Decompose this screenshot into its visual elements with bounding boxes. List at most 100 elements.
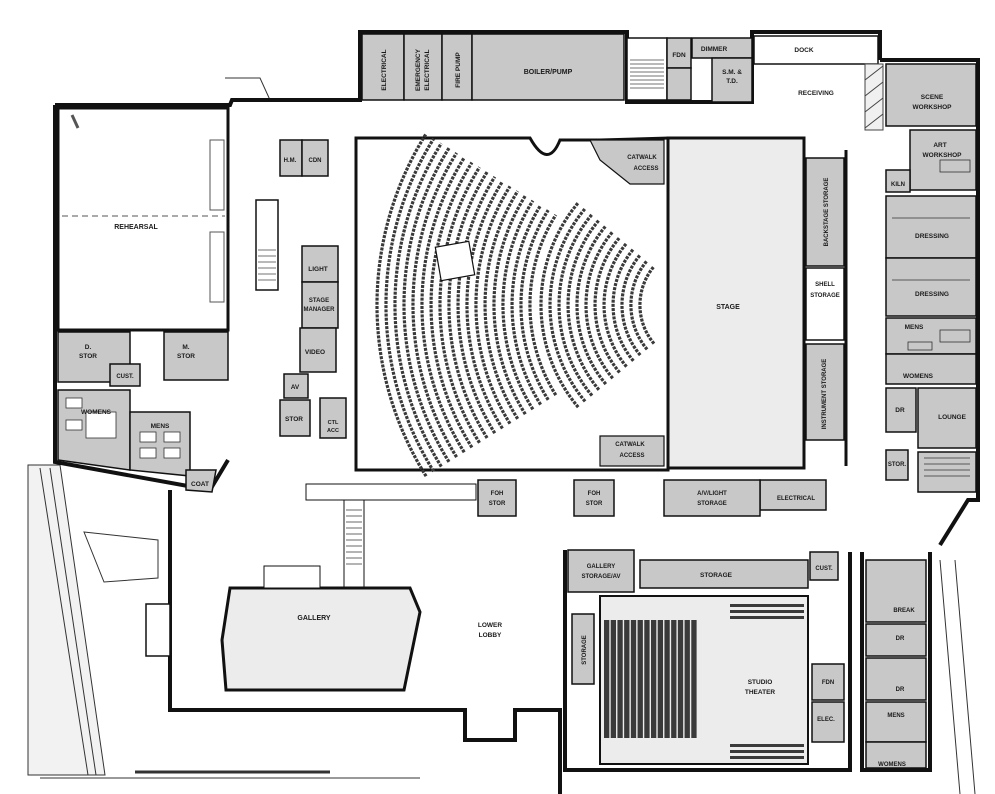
lobby-area — [145, 483, 477, 692]
seat-row — [447, 171, 489, 439]
label-electrical-top: ELECTRICAL — [381, 49, 388, 90]
lounge-room — [917, 387, 977, 449]
stage-manager-room — [301, 281, 339, 329]
stair-treads-left — [258, 249, 276, 281]
studio-seat-row — [730, 610, 804, 613]
stage — [666, 136, 806, 470]
room-labels: ELECTRICAL EMERGENCY ELECTRICAL FIRE PUM… — [79, 46, 967, 768]
seat-row — [510, 204, 542, 406]
label-gallery: GALLERY — [297, 615, 331, 622]
studio-seat-row — [657, 620, 664, 738]
label-dr-right: DR — [895, 407, 905, 414]
label-shell-storage-2: STORAGE — [810, 293, 840, 299]
foh-stor-room-1 — [477, 479, 517, 517]
label-cust-left: CUST. — [116, 374, 134, 380]
studio-seat-row — [651, 620, 657, 738]
fire-pump-room — [441, 33, 473, 101]
seat-row — [611, 248, 635, 362]
gallery-stair — [263, 565, 321, 589]
label-lounge: LOUNGE — [938, 414, 966, 421]
elec-room — [811, 701, 845, 743]
label-stage: STAGE — [716, 304, 740, 311]
label-scene-workshop-2: WORKSHOP — [913, 104, 953, 111]
control-rooms — [255, 139, 347, 439]
seat-row — [465, 180, 504, 430]
studio-seat-row — [684, 620, 690, 738]
sm-td-room — [711, 57, 753, 103]
label-d-stor-1: D. — [85, 344, 92, 351]
seat-row — [519, 209, 550, 401]
label-foh-stor-2-a: FOH — [588, 491, 601, 497]
label-catwalk-access-top-2: ACCESS — [633, 166, 658, 172]
left-wing-rooms — [56, 106, 230, 493]
label-mens-right: MENS — [905, 324, 924, 331]
lobby-stair — [343, 499, 365, 589]
label-receiving: RECEIVING — [798, 90, 834, 97]
womens-room-right — [885, 353, 977, 385]
label-dr-bottom-2: DR — [896, 687, 905, 693]
seat-row — [575, 224, 608, 386]
label-lower-lobby-2: LOBBY — [479, 632, 502, 639]
stair-treads-top — [630, 59, 664, 89]
label-fdn-top: FDN — [672, 52, 686, 59]
cust-room-left — [109, 363, 141, 387]
label-mens-left: MENS — [151, 423, 170, 430]
light-room — [301, 245, 339, 283]
mens-room-left — [129, 411, 191, 477]
studio-seat-row — [630, 620, 637, 738]
label-art-workshop-1: ART — [933, 142, 946, 149]
electrical-room-bottom — [759, 479, 827, 511]
stage-area — [477, 136, 848, 517]
kiln-room — [885, 169, 911, 193]
label-kiln: KILN — [891, 182, 905, 188]
label-catwalk-access-bottom-1: CATWALK — [615, 442, 645, 448]
fdn-room-bottom — [811, 663, 845, 701]
fdn-room-top — [666, 37, 692, 69]
studio-seat-row — [691, 620, 697, 738]
dr-room-bottom-1 — [865, 623, 927, 657]
cdn-room — [301, 139, 329, 177]
cust-room-right — [809, 551, 839, 581]
foh-stor-room-2 — [573, 479, 615, 517]
seat-row — [501, 199, 535, 411]
label-emergency-electrical-2: ELECTRICAL — [424, 49, 431, 90]
catwalk-access-top — [589, 139, 665, 185]
label-instrument-storage: INSTRUMENT STORAGE — [822, 359, 828, 430]
label-boiler-pump: BOILER/PUMP — [524, 69, 573, 76]
top-service-rooms — [361, 33, 879, 103]
instrument-storage — [805, 343, 845, 441]
label-foh-stor-1-b: STOR — [489, 501, 506, 507]
stair-right — [917, 451, 977, 493]
shell-storage — [805, 267, 845, 341]
label-light: LIGHT — [308, 266, 328, 273]
label-electrical-bottom: ELECTRICAL — [777, 496, 815, 502]
electrical-room-top — [361, 33, 405, 101]
label-rehearsal: REHEARSAL — [114, 224, 158, 231]
label-storage-vertical: STORAGE — [582, 635, 588, 665]
gallery-storage-av — [567, 549, 635, 593]
label-dressing-1: DRESSING — [915, 233, 949, 240]
label-gallery-storage-av-2: STORAGE/AV — [581, 574, 620, 580]
stor-room-right — [885, 449, 909, 481]
label-lower-lobby-1: LOWER — [478, 622, 502, 629]
dr-room-right — [885, 387, 917, 433]
label-studio-theater-2: THEATER — [745, 689, 776, 696]
label-dimmer: DIMMER — [701, 46, 728, 53]
label-womens-bottom: WOMENS — [878, 762, 906, 768]
label-cust-right: CUST. — [815, 566, 833, 572]
video-room — [299, 327, 337, 373]
label-stage-manager-2: MANAGER — [304, 307, 336, 313]
label-shell-storage-1: SHELL — [815, 282, 835, 288]
seat-row — [411, 152, 458, 458]
label-fdn-bottom: FDN — [822, 680, 834, 686]
label-catwalk-access-top-1: CATWALK — [627, 155, 657, 161]
label-dressing-2: DRESSING — [915, 291, 949, 298]
dressing-room-2 — [885, 257, 977, 317]
seat-row — [539, 201, 580, 409]
label-ctl-acc-2: ACC — [327, 428, 339, 434]
emergency-electrical-room — [403, 33, 443, 101]
label-stor-right: STOR. — [888, 462, 907, 468]
restroom-fixtures-left — [65, 397, 181, 459]
balcony-seating — [375, 132, 558, 478]
seat-row — [393, 142, 443, 468]
